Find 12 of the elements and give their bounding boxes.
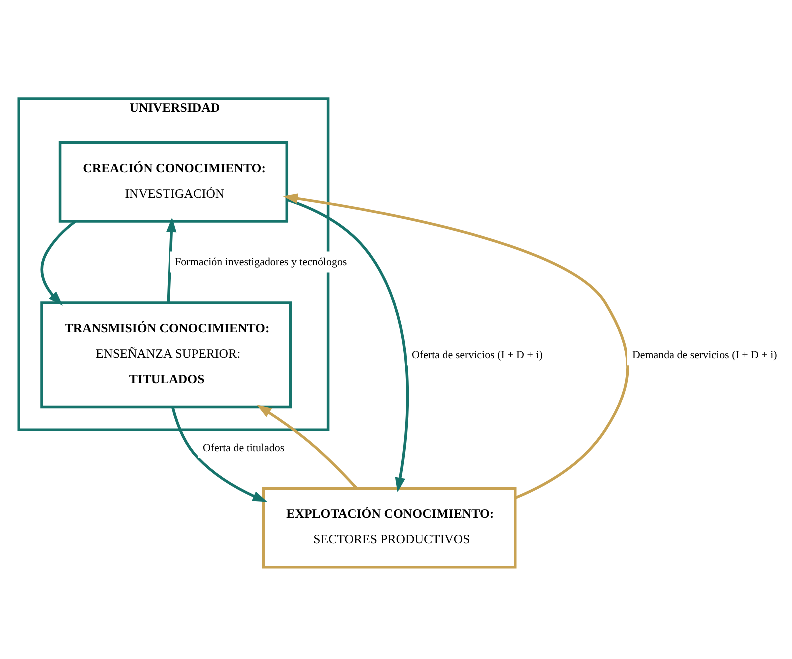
edge-label: Oferta de titulados xyxy=(202,442,285,454)
arrow xyxy=(286,198,410,493)
node-box: CREACIÓN CONOCIMIENTO: INVESTIGACIÓN xyxy=(58,142,289,223)
edge-label: Oferta de servicios (I + D + i) xyxy=(412,349,543,362)
arrow xyxy=(40,220,77,306)
arrow xyxy=(166,218,177,303)
edge-label: Demanda de servicios (I + D + i) xyxy=(632,349,778,362)
node-box: EXPLOTACIÓN CONOCIMIENTO: SECTORES PRODUCTIVOS xyxy=(262,487,517,569)
arrow xyxy=(257,405,358,490)
node-box: TRANSMISIÓN CONOCIMIENTO: ENSEÑANZA SUPERIOR: TITULADOS xyxy=(40,302,292,409)
arrow xyxy=(283,194,630,500)
arrow xyxy=(172,407,268,502)
